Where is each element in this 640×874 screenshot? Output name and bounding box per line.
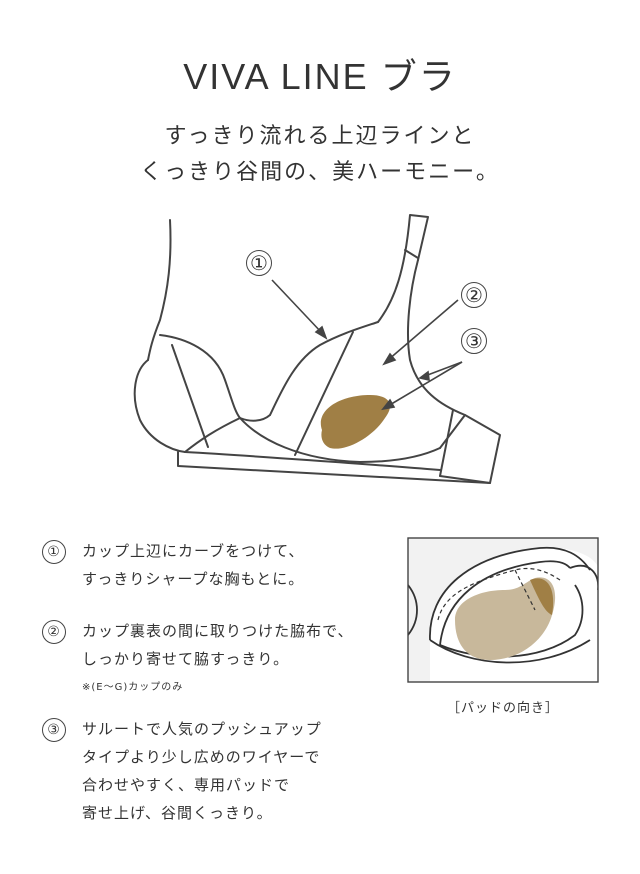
right-cup: [269, 321, 379, 416]
left-cup: [159, 334, 241, 453]
feature-1-line-2: すっきりシャープな胸もとに。: [82, 570, 305, 588]
strap: [377, 214, 429, 323]
feature-3-line-1: サルートで人気のプッシュアップ: [82, 720, 322, 738]
feature-2-number: ②: [42, 620, 66, 644]
callout-1: ①: [246, 250, 272, 276]
subtitle-line-1: すっきり流れる上辺ラインと: [164, 124, 476, 149]
feature-1-line-1: カップ上辺にカーブをつけて、: [82, 542, 305, 560]
side-band: [439, 414, 501, 484]
page-title: VIVA LINE ブラ: [183, 56, 457, 97]
left-cup-seam: [171, 344, 209, 448]
subtitle-line-2: くっきり谷間の、美ハーモニー。: [140, 160, 500, 185]
bottom-band-top: [184, 451, 441, 471]
push-pad: [320, 395, 390, 449]
callout-3: ③: [461, 328, 487, 354]
feature-1-number: ①: [42, 540, 66, 564]
strap-inner: [404, 249, 419, 259]
feature-2-note: ※(E〜G)カップのみ: [82, 682, 184, 693]
feature-3-line-3: 合わせやすく、専用パッドで: [82, 776, 291, 794]
callout-2: ②: [461, 282, 487, 308]
torso-outline: [147, 219, 172, 361]
pad-inset-caption: ［パッドの向き］: [446, 701, 559, 716]
band-seam: [439, 409, 454, 477]
feature-2-line-2: しっかり寄せて脇すっきり。: [82, 650, 290, 668]
center-gore: [239, 414, 271, 422]
feature-3-line-2: タイプより少し広めのワイヤーで: [82, 748, 321, 766]
feature-3-line-4: 寄せ上げ、谷間くっきり。: [82, 804, 273, 822]
strap-lower: [406, 259, 466, 416]
feature-2-line-1: カップ裏表の間に取りつけた脇布で、: [82, 622, 354, 640]
bottom-band: [177, 451, 491, 484]
feature-3-number: ③: [42, 718, 66, 742]
torso-outline-lower: [133, 359, 186, 453]
cup-seam: [294, 331, 354, 456]
right-cup-lower: [239, 417, 441, 463]
